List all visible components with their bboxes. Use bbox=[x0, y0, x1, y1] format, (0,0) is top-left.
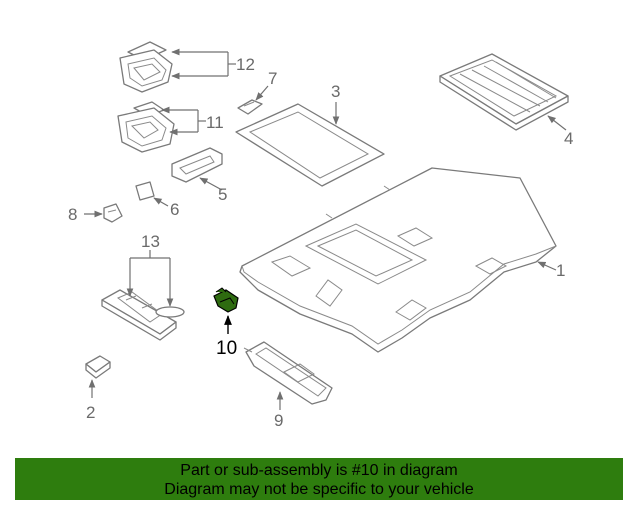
part-1-headliner[interactable] bbox=[239, 167, 557, 353]
callout-5[interactable]: 5 bbox=[218, 185, 227, 204]
leader-6 bbox=[153, 197, 169, 207]
part-4-sunshade[interactable] bbox=[439, 53, 569, 131]
part-6-plug[interactable] bbox=[135, 181, 155, 201]
footer-line-2: Diagram may not be specific to your vehi… bbox=[164, 481, 474, 498]
callout-3[interactable]: 3 bbox=[331, 82, 340, 101]
callout-6[interactable]: 6 bbox=[170, 200, 179, 219]
callout-4[interactable]: 4 bbox=[564, 129, 573, 148]
callout-8[interactable]: 8 bbox=[68, 205, 77, 224]
part-10-bracket-highlighted[interactable] bbox=[213, 287, 239, 313]
callout-10[interactable]: 10 bbox=[216, 338, 237, 359]
footer-banner: Part or sub-assembly is #10 in diagram D… bbox=[15, 458, 623, 500]
callout-12[interactable]: 12 bbox=[236, 55, 255, 74]
part-7-clip[interactable] bbox=[237, 99, 263, 115]
part-8-hook[interactable] bbox=[103, 203, 123, 223]
part-3-sunroof-frame[interactable] bbox=[235, 103, 385, 187]
leader-4 bbox=[547, 115, 567, 131]
callout-13[interactable]: 13 bbox=[141, 232, 160, 251]
leader-11 bbox=[161, 106, 206, 136]
leader-13 bbox=[126, 250, 174, 307]
leader-12 bbox=[171, 48, 236, 80]
part-5-assist-grip[interactable] bbox=[171, 147, 223, 183]
footer-line-1: Part or sub-assembly is #10 in diagram bbox=[180, 462, 458, 479]
callout-7[interactable]: 7 bbox=[268, 69, 277, 88]
callout-2[interactable]: 2 bbox=[86, 403, 95, 422]
part-11-lamp-assembly[interactable] bbox=[117, 101, 175, 153]
part-9-sun-visor[interactable] bbox=[243, 341, 333, 405]
callout-11[interactable]: 11 bbox=[206, 113, 224, 132]
part-12-map-lamp[interactable] bbox=[119, 41, 173, 93]
part-2-lamp[interactable] bbox=[85, 355, 111, 379]
part-13-lens[interactable] bbox=[155, 306, 185, 318]
leader-7 bbox=[255, 85, 269, 101]
callout-1[interactable]: 1 bbox=[556, 261, 565, 280]
callout-9[interactable]: 9 bbox=[274, 411, 283, 430]
leader-1 bbox=[537, 261, 557, 271]
leader-5 bbox=[199, 177, 223, 191]
